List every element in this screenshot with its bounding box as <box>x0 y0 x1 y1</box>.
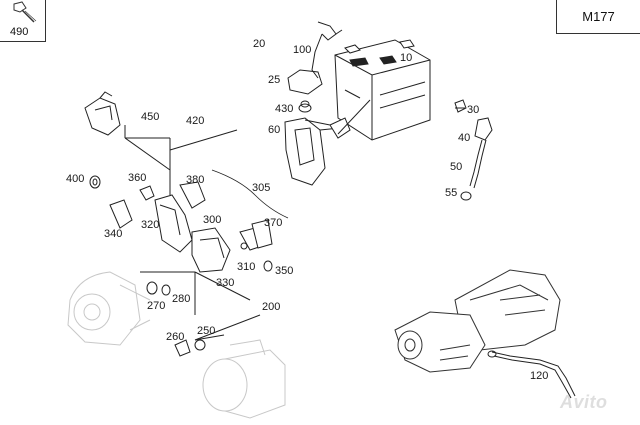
control-unit <box>84 91 121 136</box>
battery-cable <box>311 21 343 79</box>
callout-310: 310 <box>237 261 255 273</box>
callout-300: 300 <box>203 214 221 226</box>
callout-380: 380 <box>186 174 204 186</box>
bolt-icon <box>13 1 37 23</box>
callout-330: 330 <box>216 277 234 289</box>
cable-305 <box>211 169 289 219</box>
callout-400: 400 <box>66 173 84 185</box>
transmission-assembly <box>394 269 561 373</box>
callout-280: 280 <box>172 293 190 305</box>
callout-25: 25 <box>268 74 280 86</box>
callout-40: 40 <box>458 132 470 144</box>
callout-10: 10 <box>400 52 412 64</box>
fuse-box <box>284 117 351 186</box>
callout-20: 20 <box>253 38 265 50</box>
callout-30: 30 <box>467 104 479 116</box>
battery <box>334 39 431 141</box>
callout-350: 350 <box>275 265 293 277</box>
model-code-box: M177 <box>556 0 640 34</box>
reference-part-box: 490 <box>0 0 46 42</box>
callout-270: 270 <box>147 300 165 312</box>
watermark: Avito <box>560 392 608 412</box>
callout-100: 100 <box>293 44 311 56</box>
starter-motor-ghost <box>202 339 286 419</box>
callout-250: 250 <box>197 325 215 337</box>
callout-305: 305 <box>252 182 270 194</box>
callout-120: 120 <box>530 370 548 382</box>
callout-60: 60 <box>268 124 280 136</box>
callout-200: 200 <box>262 301 280 313</box>
callout-420: 420 <box>186 115 204 127</box>
callout-260: 260 <box>166 331 184 343</box>
bushings-270-280 <box>146 281 171 296</box>
callout-370: 370 <box>264 217 282 229</box>
engine-block-ghost <box>67 271 151 346</box>
battery-pad <box>287 69 323 95</box>
wiring-harness-bracket <box>109 181 273 273</box>
ground-cable <box>487 350 576 399</box>
bushings-250-260 <box>174 339 206 357</box>
callout-55: 55 <box>445 187 457 199</box>
callout-320: 320 <box>141 219 159 231</box>
leader-lines <box>124 99 465 341</box>
grommet <box>298 100 312 113</box>
callout-labels: 20 100 10 25 430 60 30 40 50 55 450 420 … <box>66 38 548 382</box>
callout-430: 430 <box>275 103 293 115</box>
clip-400 <box>89 175 101 189</box>
callout-360: 360 <box>128 172 146 184</box>
callout-340: 340 <box>104 228 122 240</box>
reference-part-number: 490 <box>10 26 29 38</box>
callout-450: 450 <box>141 111 159 123</box>
battery-vent-hose <box>454 99 493 201</box>
callout-50: 50 <box>450 161 462 173</box>
